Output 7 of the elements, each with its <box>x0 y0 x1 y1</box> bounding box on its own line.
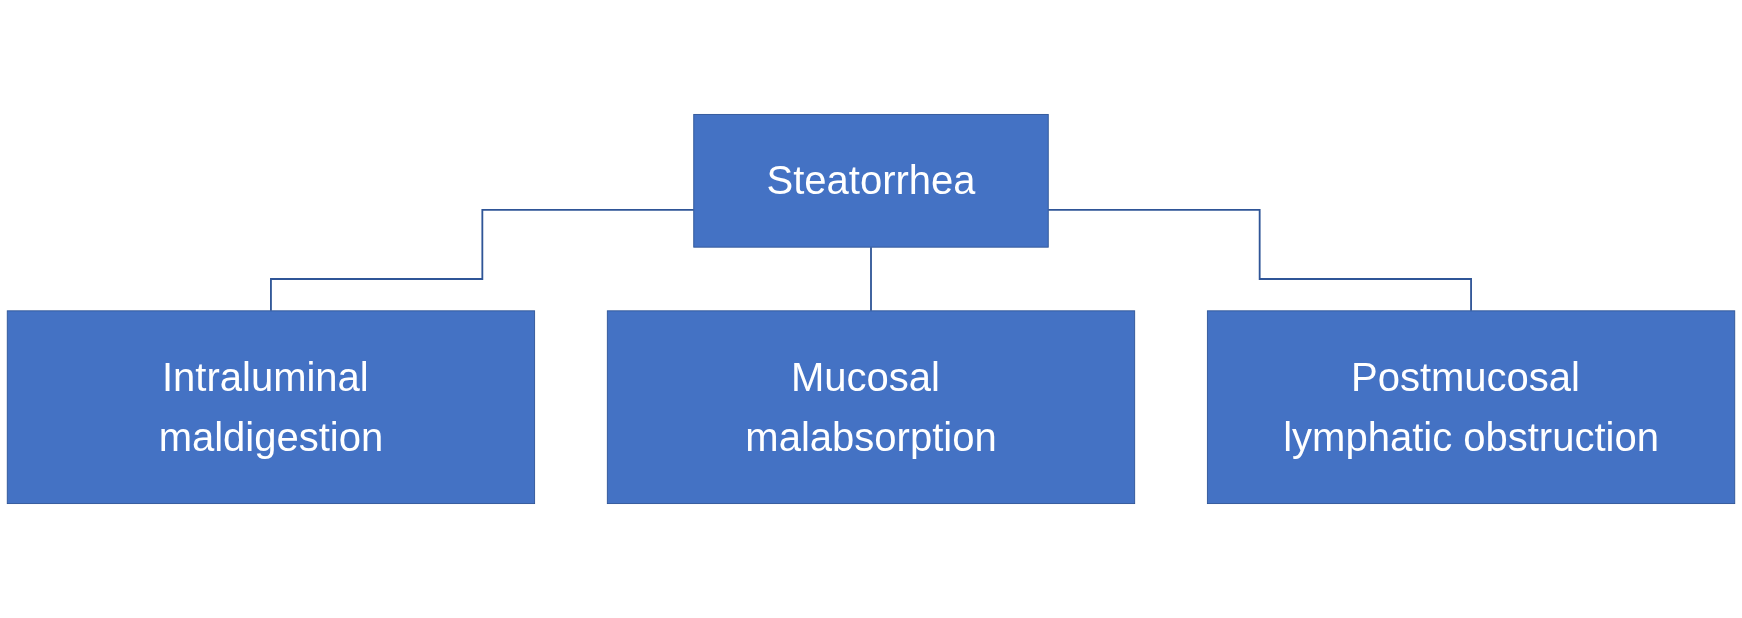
connector <box>1047 208 1472 312</box>
connector <box>870 246 872 312</box>
connector <box>270 208 695 312</box>
node-box: Mucosal malabsorption <box>606 310 1136 505</box>
node-box: Intraluminal maldigestion <box>6 310 536 505</box>
node-box: Postmucosal lymphatic obstruction <box>1206 310 1736 505</box>
node-box: Steatorrhea <box>693 113 1049 248</box>
